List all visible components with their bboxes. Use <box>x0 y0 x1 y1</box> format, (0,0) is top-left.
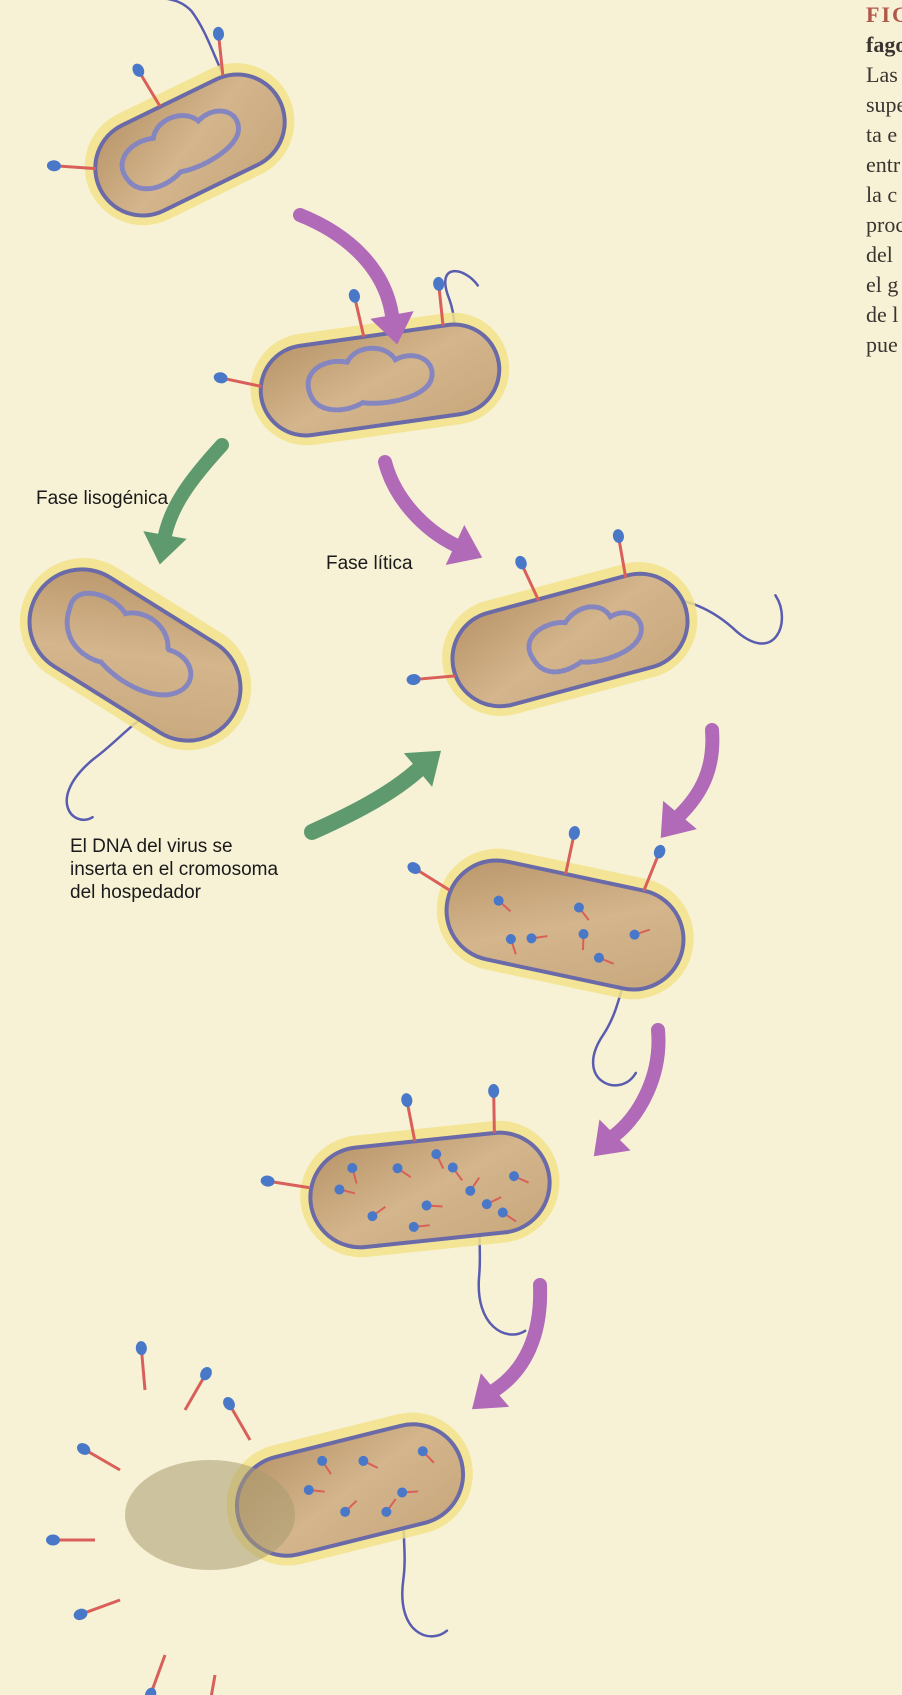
bacterium-infection <box>0 0 314 258</box>
caption-line: pue <box>866 330 902 360</box>
phage-head <box>406 673 421 685</box>
figure-caption: FIG fago Las supe ta e entr la c proc de… <box>866 0 902 360</box>
phage-tail <box>142 1352 145 1390</box>
phage-head <box>432 276 444 291</box>
caption-line: el g <box>866 270 902 300</box>
phage-head <box>143 1686 158 1695</box>
arrow-lysogenic-shaft <box>165 445 222 535</box>
caption-line: la c <box>866 180 902 210</box>
bacteriophage <box>185 1365 214 1410</box>
phage-head <box>135 1341 147 1356</box>
caption-line: del <box>866 240 902 270</box>
phage-tail <box>231 1407 250 1440</box>
phage-head <box>652 843 667 860</box>
lysogenic-phase-label: Fase lisogénica <box>36 487 168 510</box>
phage-head <box>612 528 625 544</box>
caption-line: de l <box>866 300 902 330</box>
integration-label-line: inserta en el cromosoma <box>70 858 278 881</box>
phage-head <box>347 288 361 304</box>
lysis-burst <box>46 1341 295 1695</box>
integration-label-line: del hospedador <box>70 881 278 904</box>
arrow-lytic-step-2 <box>644 730 713 852</box>
caption-line: ta e <box>866 120 902 150</box>
cell-debris <box>125 1460 295 1570</box>
bacterium-injection <box>202 265 516 457</box>
arrow-lytic-step-4-shaft <box>495 1285 540 1390</box>
phage-head <box>568 825 582 841</box>
arrow-lytic-step-1-shaft <box>300 215 392 315</box>
caption-line: proc <box>866 210 902 240</box>
caption-line: supe <box>866 90 902 120</box>
figure-label: FIG <box>866 0 902 30</box>
arrow-lytic-step-4 <box>458 1285 540 1426</box>
phage-head <box>400 1092 413 1108</box>
phage-head <box>75 1441 93 1458</box>
arrow-head <box>446 525 492 578</box>
arrow-lytic-step-3 <box>578 1030 658 1172</box>
lytic-phase-label: Fase lítica <box>326 552 413 575</box>
phage-head <box>260 1175 276 1188</box>
arrow-lytic-step-3-shaft <box>615 1030 658 1135</box>
arrow-lytic-phase-shaft <box>385 462 455 545</box>
phage-tail <box>84 1600 120 1613</box>
caption-line: entr <box>866 150 902 180</box>
bacteriophage <box>46 1535 95 1546</box>
phage-head <box>212 26 224 41</box>
bacterium-assembly <box>252 1078 575 1360</box>
phage-head <box>130 61 147 79</box>
phage-tail <box>208 1675 215 1695</box>
phage-tail <box>87 1451 120 1470</box>
phage-head <box>72 1607 89 1622</box>
phage-head <box>221 1395 238 1413</box>
phage-head <box>198 1365 215 1383</box>
arrow-lytic-step-2-shaft <box>680 730 712 815</box>
bacteriophage <box>135 1341 147 1390</box>
integration-label-line: El DNA del virus se <box>70 835 278 858</box>
bacteriophage <box>75 1441 120 1470</box>
bacteriophage <box>201 1675 215 1695</box>
arrow-integration-shaft <box>312 770 418 832</box>
integration-label: El DNA del virus se inserta en el cromos… <box>70 835 278 904</box>
caption-line: Las <box>866 60 902 90</box>
bacteriophage <box>72 1600 120 1622</box>
phage-head <box>488 1084 499 1098</box>
figure-title: fago <box>866 30 902 60</box>
arrow-integration <box>312 734 455 832</box>
phage-head <box>47 160 62 172</box>
phage-head <box>213 371 229 385</box>
bacterium-lysogenic <box>0 534 275 865</box>
phage-tail <box>185 1377 204 1410</box>
bacteriophage <box>221 1395 250 1440</box>
phage-head <box>405 860 423 877</box>
phage-tail <box>152 1655 165 1691</box>
bacteriophage <box>143 1655 165 1695</box>
phage-head <box>513 554 529 571</box>
arrow-head <box>138 531 187 568</box>
phage-head <box>46 1535 60 1546</box>
